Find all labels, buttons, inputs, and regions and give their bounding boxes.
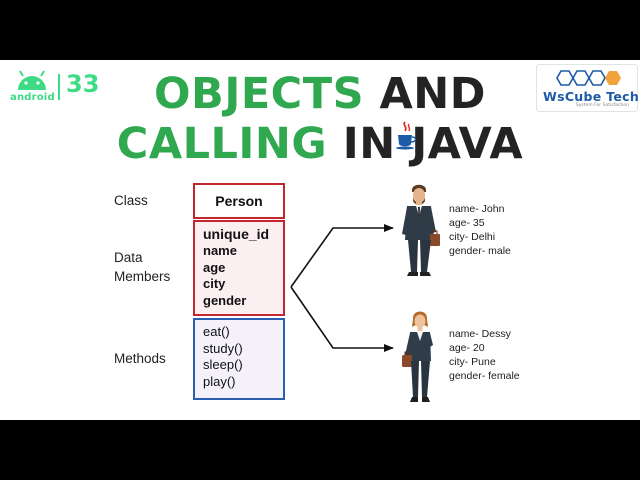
hexagon-logo-icon bbox=[556, 70, 621, 86]
member-item: name bbox=[203, 243, 237, 258]
class-name-box: Person bbox=[193, 183, 285, 219]
man-icon bbox=[402, 184, 440, 276]
object-john-info: name- John age- 35 city- Delhi gender- m… bbox=[449, 202, 511, 258]
object-arrows bbox=[290, 224, 394, 352]
android-badge: android 33 bbox=[10, 70, 99, 103]
methods-box: eat() study() sleep() play() bbox=[193, 318, 285, 400]
object-attribute: city- Pune bbox=[449, 356, 496, 368]
member-item: city bbox=[203, 276, 226, 291]
method-item: study() bbox=[203, 340, 243, 356]
object-dessy-info: name- Dessy age- 20 city- Pune gender- f… bbox=[449, 327, 520, 383]
object-attribute: city- Delhi bbox=[449, 231, 496, 243]
object-attribute: name- Dessy bbox=[449, 328, 511, 340]
member-item: gender bbox=[203, 292, 247, 308]
title-line-1: OBJECTS AND bbox=[0, 70, 640, 118]
title-word-in: IN bbox=[342, 119, 396, 169]
member-item: age bbox=[203, 259, 226, 275]
thumbnail-panel: android 33 WsCube Tech System For Satisf… bbox=[0, 60, 640, 420]
method-item: eat() bbox=[203, 324, 230, 339]
label-class: Class bbox=[114, 193, 148, 208]
method-item: play() bbox=[203, 373, 236, 389]
object-attribute: age- 35 bbox=[449, 217, 485, 229]
object-attribute: gender- male bbox=[449, 245, 511, 257]
object-attribute: age- 20 bbox=[449, 342, 485, 354]
class-name: Person bbox=[215, 193, 263, 209]
data-members-box: unique_id name age city gender bbox=[193, 220, 285, 316]
android-robot-icon bbox=[18, 70, 46, 90]
badge-divider bbox=[58, 74, 60, 100]
method-item: sleep() bbox=[203, 357, 243, 372]
title-word-and: AND bbox=[379, 69, 486, 119]
woman-icon bbox=[402, 311, 433, 402]
logo-tagline: System For Satisfaction bbox=[575, 103, 629, 108]
title-line-2: CALLING IN JAVA bbox=[0, 120, 640, 168]
label-data: Data bbox=[114, 250, 143, 265]
label-methods: Methods bbox=[114, 351, 166, 366]
title-word-objects: OBJECTS bbox=[153, 69, 365, 119]
title-word-calling: CALLING bbox=[116, 119, 328, 169]
wscube-logo: WsCube Tech System For Satisfaction bbox=[536, 64, 640, 112]
version-number: 33 bbox=[66, 70, 100, 98]
label-members: Members bbox=[114, 269, 171, 284]
logo-brand-text: WsCube Tech bbox=[543, 89, 640, 104]
member-item: unique_id bbox=[203, 226, 270, 242]
java-cup-icon bbox=[396, 121, 417, 150]
object-attribute: gender- female bbox=[449, 370, 520, 382]
android-wordmark: android bbox=[10, 92, 55, 103]
title-word-java: JAVA bbox=[411, 119, 524, 169]
object-attribute: name- John bbox=[449, 203, 505, 215]
